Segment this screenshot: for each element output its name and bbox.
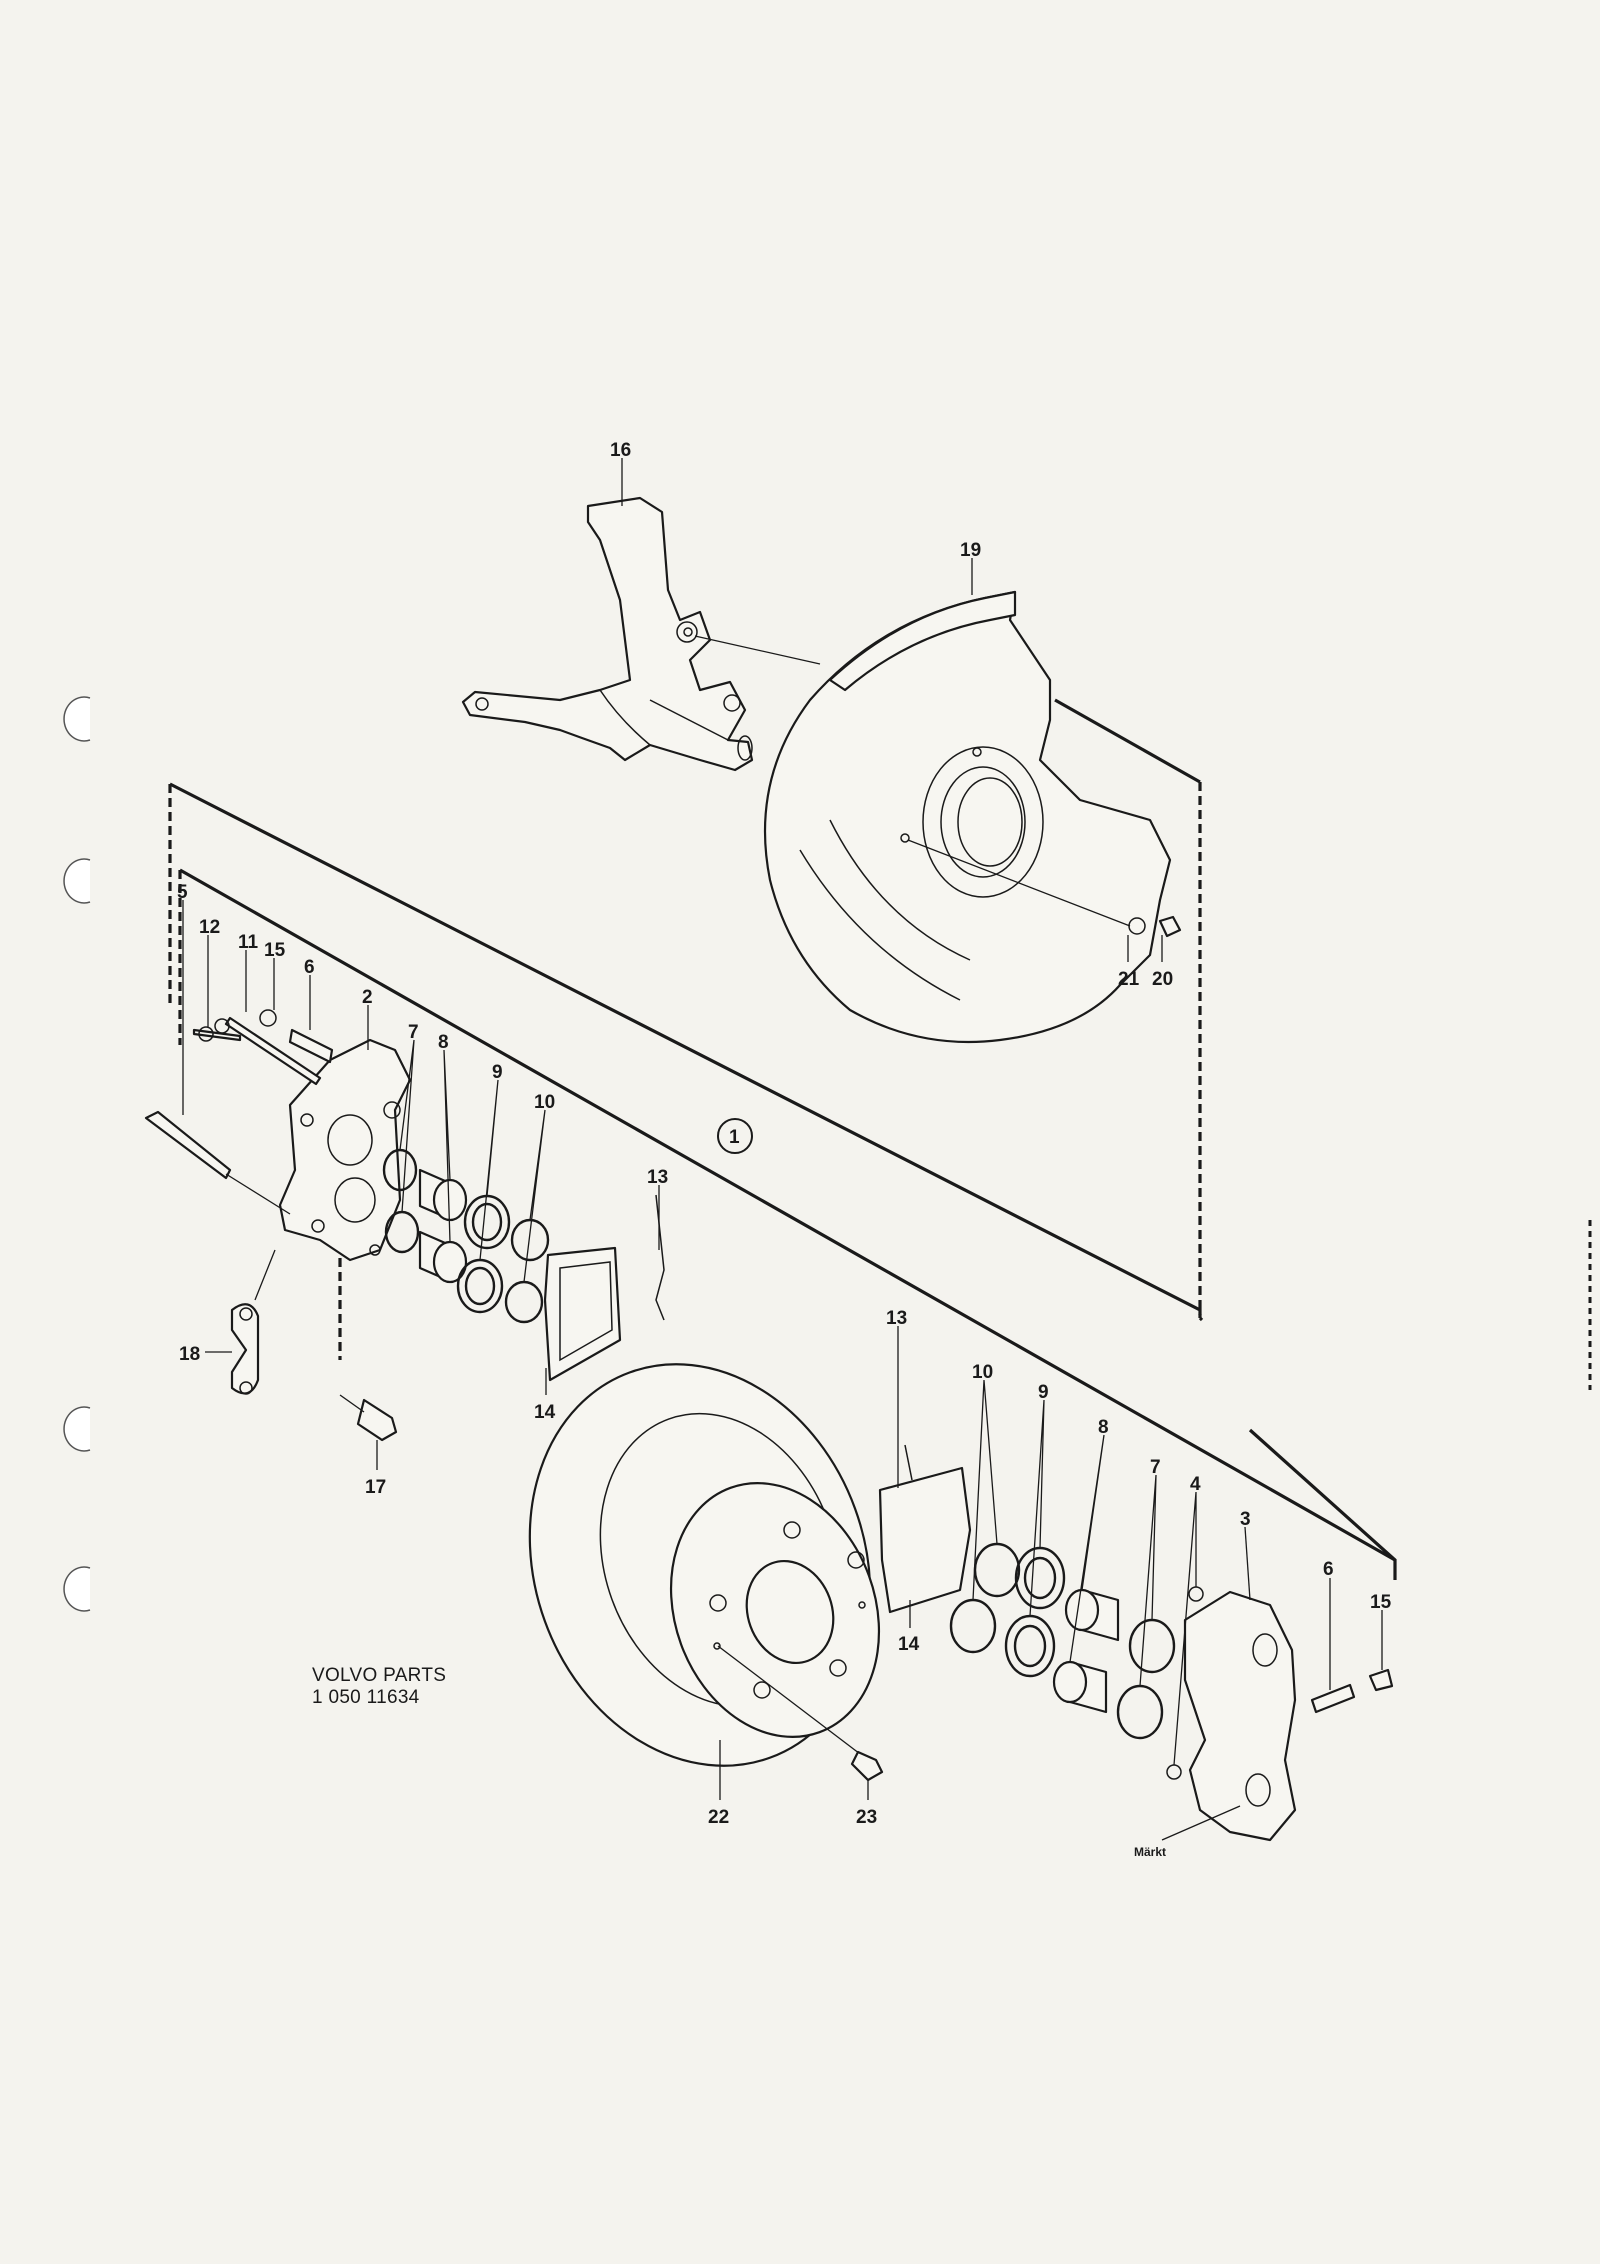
caliper-inner-half	[278, 1038, 412, 1262]
callout-8-right: 8	[1098, 1417, 1109, 1438]
part-number: 1 050 11634	[312, 1687, 420, 1708]
marked-note: Märkt	[1134, 1845, 1166, 1859]
right-piston-set	[949, 1542, 1176, 1740]
callout-9-right: 9	[1038, 1382, 1049, 1403]
callout-7-left: 7	[408, 1022, 419, 1043]
splash-shield	[763, 590, 1172, 1044]
callout-3: 3	[1240, 1509, 1251, 1530]
binder-holes	[63, 696, 91, 1612]
steering-knuckle	[461, 496, 754, 772]
callout-16: 16	[610, 440, 631, 461]
callout-14-right: 14	[898, 1634, 920, 1655]
callout-12: 12	[199, 917, 220, 938]
callout-21: 21	[1118, 969, 1140, 990]
callout-5: 5	[177, 882, 188, 903]
assembly-frame	[168, 698, 1397, 1580]
callout-4: 4	[1190, 1474, 1201, 1495]
left-piston-set	[382, 1148, 550, 1324]
callout-8-left: 8	[438, 1032, 449, 1053]
publisher-name: VOLVO PARTS	[312, 1665, 447, 1686]
callout-14-left: 14	[534, 1402, 556, 1423]
callout-2: 2	[362, 987, 373, 1008]
callout-9-left: 9	[492, 1062, 503, 1083]
callout-18: 18	[179, 1344, 200, 1365]
callout-10-right: 10	[972, 1362, 993, 1383]
callout-1: 1	[729, 1127, 740, 1148]
callout-15-left: 15	[264, 940, 286, 961]
callout-17: 17	[365, 1477, 386, 1498]
brake-pad-left	[543, 1246, 622, 1382]
callout-11: 11	[238, 932, 259, 953]
publisher-caption: VOLVO PARTS 1 050 11634	[312, 1665, 446, 1709]
callout-19: 19	[960, 540, 981, 561]
group-marker-circle	[717, 1118, 753, 1154]
callout-labels: 1 2 3 4 5 6 6 7 7 8 8 9 9 10 10 11 12 13…	[177, 440, 1392, 1859]
caliper-outer-half	[1183, 1590, 1297, 1842]
callout-6-left: 6	[304, 957, 315, 978]
callout-15-right: 15	[1370, 1592, 1392, 1613]
callout-7-right: 7	[1150, 1457, 1161, 1478]
callout-13-right: 13	[886, 1308, 907, 1329]
callout-6-right: 6	[1323, 1559, 1334, 1580]
brake-disc	[528, 1363, 881, 1767]
callout-10-left: 10	[534, 1092, 555, 1113]
callout-23: 23	[856, 1807, 877, 1828]
brake-pad-right	[878, 1466, 972, 1614]
callout-13-left: 13	[647, 1167, 668, 1188]
callout-20: 20	[1152, 969, 1173, 990]
callout-leaders	[182, 458, 1383, 1800]
spacer-plate	[230, 1303, 260, 1395]
callout-22: 22	[708, 1807, 729, 1828]
